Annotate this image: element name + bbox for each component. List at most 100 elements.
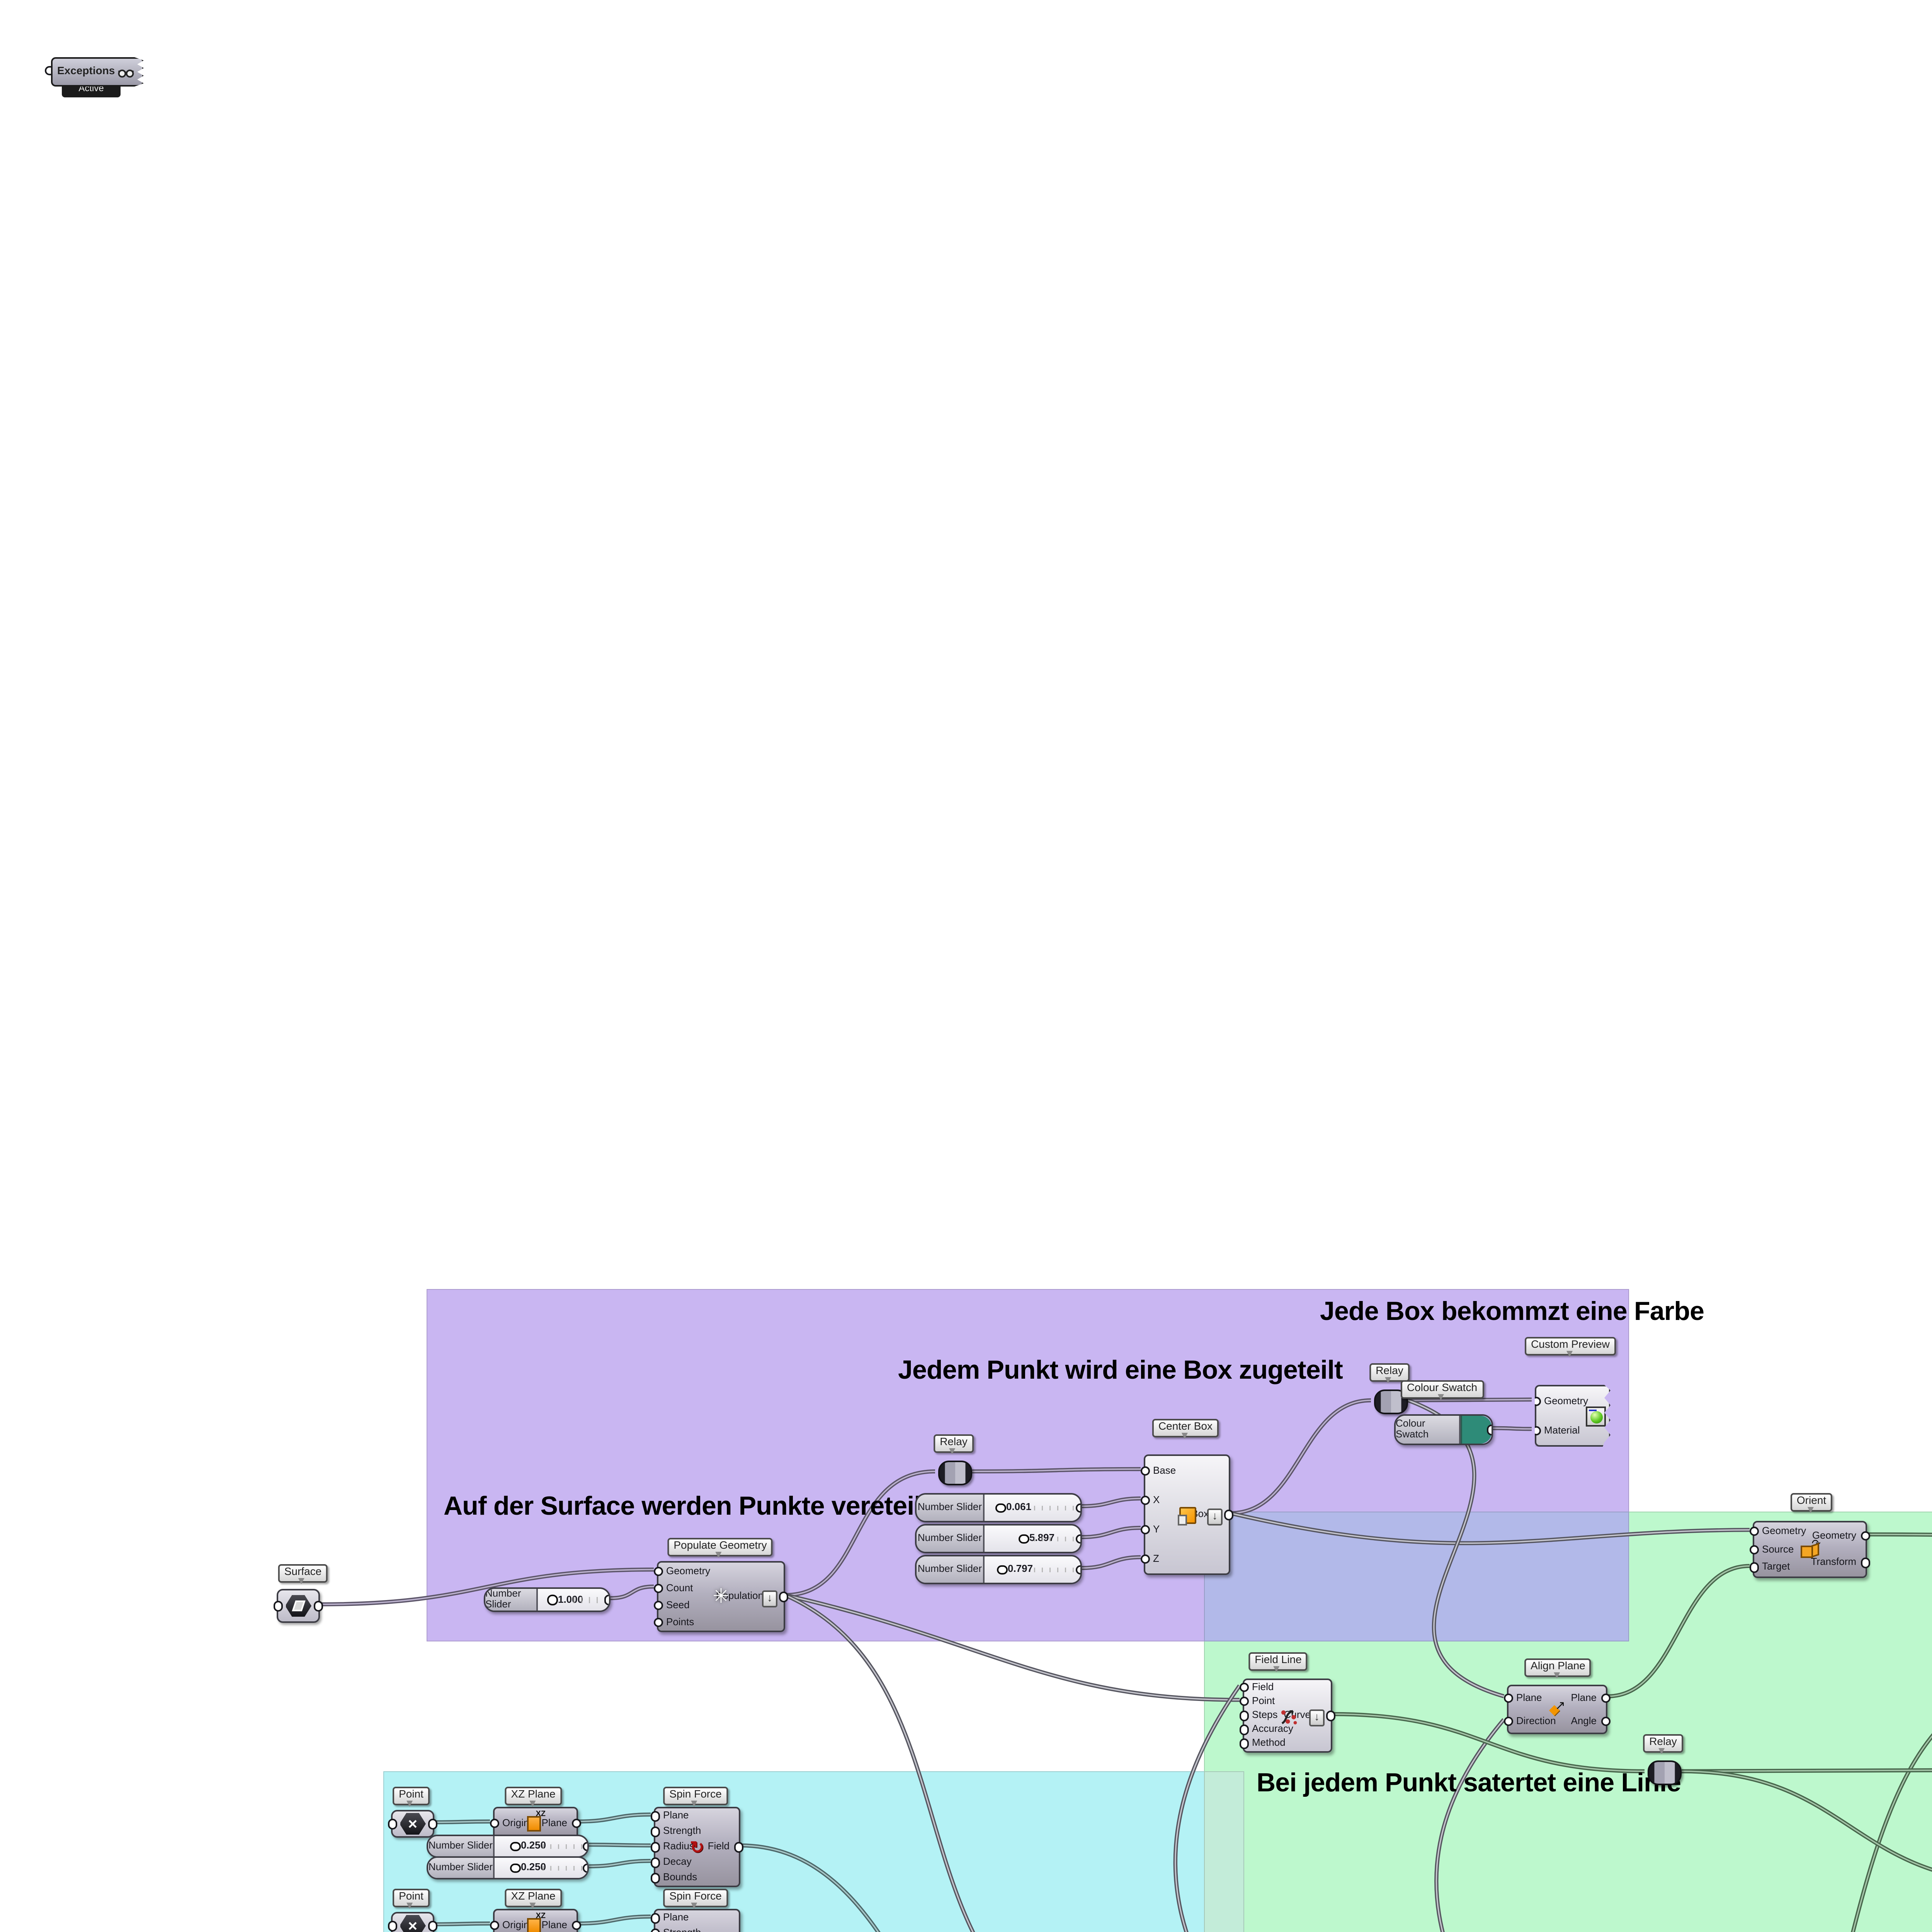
orient-input-port-Target[interactable] xyxy=(1749,1562,1759,1573)
wire-evaluate-to-number1[interactable] xyxy=(1594,1683,1932,1932)
center_box-input-port-Z[interactable] xyxy=(1140,1553,1150,1564)
xz0-input-port-Origin[interactable] xyxy=(489,1818,500,1828)
slA0-value-zone[interactable]: 0.250 xyxy=(495,1836,587,1856)
sliderX-output-port[interactable] xyxy=(1075,1502,1080,1513)
wire-pt0-to-xz0[interactable] xyxy=(434,1819,490,1825)
pt0-input-port[interactable] xyxy=(387,1818,398,1829)
wire-evaluate-to-alignplane[interactable] xyxy=(1434,1718,1631,1932)
field_line-input-port-Field[interactable] xyxy=(1239,1682,1249,1692)
relayG-relay[interactable] xyxy=(1648,1760,1682,1785)
wire-relayP-to-center_box[interactable] xyxy=(972,1467,1141,1474)
surface-output-port[interactable] xyxy=(313,1600,324,1611)
xz1-output-port-Plane[interactable] xyxy=(571,1920,582,1930)
alignplane-output-port-Angle[interactable] xyxy=(1601,1716,1611,1726)
wire-relayG-to-cp2[interactable] xyxy=(1681,1767,1932,1774)
orient-input-port-Geometry[interactable] xyxy=(1749,1526,1759,1537)
spin0-input-port-Strength[interactable] xyxy=(650,1826,660,1837)
sliderY-grip-handle[interactable] xyxy=(1019,1533,1029,1544)
wire-spin0-to-merge[interactable] xyxy=(740,1843,1142,1932)
wire-relayG-to-length[interactable] xyxy=(1681,1769,1932,1883)
wire-sliderY-to-center_box[interactable] xyxy=(1082,1526,1141,1539)
wire-populate-to-relayP[interactable] xyxy=(785,1469,935,1597)
sliderZ-value-zone[interactable]: 0.797 xyxy=(985,1556,1080,1583)
spin0-input-port-Radius[interactable] xyxy=(650,1842,660,1852)
xz0-output-port-Plane[interactable] xyxy=(571,1818,582,1828)
xz1-input-port-Origin[interactable] xyxy=(489,1920,500,1930)
sliderZ-grip-handle[interactable] xyxy=(997,1564,1007,1575)
wire-sliderZ-to-center_box[interactable] xyxy=(1082,1555,1141,1570)
wire-mergefields-to-field_line[interactable] xyxy=(1173,1684,1425,1932)
populate-input-port-Geometry[interactable] xyxy=(653,1566,663,1577)
wire-populate-to-field_line[interactable] xyxy=(784,1593,1240,1702)
orient-output-port-Geometry[interactable] xyxy=(1861,1531,1871,1541)
surface-parameter[interactable] xyxy=(273,1589,324,1623)
field_line-input-port-Point[interactable] xyxy=(1239,1696,1249,1707)
wire-center_box-to-relayCS[interactable] xyxy=(1230,1398,1371,1515)
pt1-parameter[interactable]: ✕ xyxy=(387,1912,438,1932)
wire-xz1-to-spin1[interactable] xyxy=(578,1914,651,1926)
wire-center_box-to-orient[interactable] xyxy=(1230,1511,1750,1545)
spin0-input-port-Decay[interactable] xyxy=(650,1857,660,1868)
pt0-parameter[interactable]: ✕ xyxy=(387,1810,438,1838)
alignplane-output-port-Plane[interactable] xyxy=(1601,1692,1611,1703)
populate-output-port-Population[interactable] xyxy=(779,1591,789,1602)
field_line-input-port-Accuracy[interactable] xyxy=(1239,1725,1249,1735)
slA0-output-port[interactable] xyxy=(582,1841,587,1852)
wire-swatch-to-cp1[interactable] xyxy=(1493,1426,1532,1431)
exceptions-widget[interactable]: Exceptions xyxy=(51,57,144,87)
wire-pt1-to-xz1[interactable] xyxy=(434,1921,490,1927)
wire-slider_count-to-populate[interactable] xyxy=(610,1584,654,1600)
pt1-input-port[interactable] xyxy=(387,1920,398,1931)
populate-arrow-button[interactable]: ↓ xyxy=(762,1590,777,1607)
orient-output-port-Transform[interactable] xyxy=(1861,1558,1871,1568)
spin1-input-port-Strength[interactable] xyxy=(650,1928,660,1932)
populate-input-port-Points[interactable] xyxy=(653,1617,663,1628)
wire-field_line-to-relayG[interactable] xyxy=(1332,1712,1645,1774)
wire-populate-to-relayCyan[interactable] xyxy=(784,1593,1198,1932)
alignplane-input-port-Direction[interactable] xyxy=(1503,1716,1514,1726)
spin0-output-port-Field[interactable] xyxy=(734,1842,744,1852)
pt1-output-port[interactable] xyxy=(428,1920,438,1931)
field_line-output-port-Curve[interactable] xyxy=(1326,1710,1336,1721)
center_box-input-port-X[interactable] xyxy=(1140,1495,1150,1505)
wire-slB0-to-spin0[interactable] xyxy=(588,1859,651,1869)
swatch-colour-swatch[interactable]: Colour Swatch xyxy=(1394,1414,1493,1445)
slider_count-output-port[interactable] xyxy=(604,1594,609,1605)
wire-alignplane-to-orient[interactable] xyxy=(1607,1564,1750,1699)
surface-input-port[interactable] xyxy=(273,1600,283,1611)
wire-sliderX-to-center_box[interactable] xyxy=(1082,1496,1141,1509)
center_box-input-port-Y[interactable] xyxy=(1140,1524,1150,1535)
wire-surface-to-populate[interactable] xyxy=(320,1567,654,1607)
orient-input-port-Source[interactable] xyxy=(1749,1544,1759,1555)
slider_count-value-zone[interactable]: 1.000 xyxy=(538,1589,609,1611)
spin0-input-port-Bounds[interactable] xyxy=(650,1872,660,1883)
slB0-output-port[interactable] xyxy=(582,1862,587,1873)
center_box-arrow-button[interactable]: ↓ xyxy=(1207,1508,1223,1525)
center_box-input-port-Base[interactable] xyxy=(1140,1465,1150,1476)
field_line-input-port-Steps[interactable] xyxy=(1239,1710,1249,1721)
spin1-input-port-Plane[interactable] xyxy=(650,1913,660,1923)
populate-input-port-Seed[interactable] xyxy=(653,1600,663,1611)
spin0-input-port-Plane[interactable] xyxy=(650,1811,660,1821)
slB0-grip-handle[interactable] xyxy=(510,1862,520,1873)
sliderX-value-zone[interactable]: 0.061 xyxy=(985,1495,1080,1521)
wire-xz0-to-spin0[interactable] xyxy=(578,1812,651,1824)
slider_count-grip-handle[interactable] xyxy=(547,1594,558,1605)
swatch-output-port[interactable] xyxy=(1486,1424,1492,1435)
sliderZ-output-port[interactable] xyxy=(1075,1564,1080,1575)
colour-swatch-chip[interactable] xyxy=(1460,1416,1492,1444)
populate-input-port-Count[interactable] xyxy=(653,1583,663,1594)
